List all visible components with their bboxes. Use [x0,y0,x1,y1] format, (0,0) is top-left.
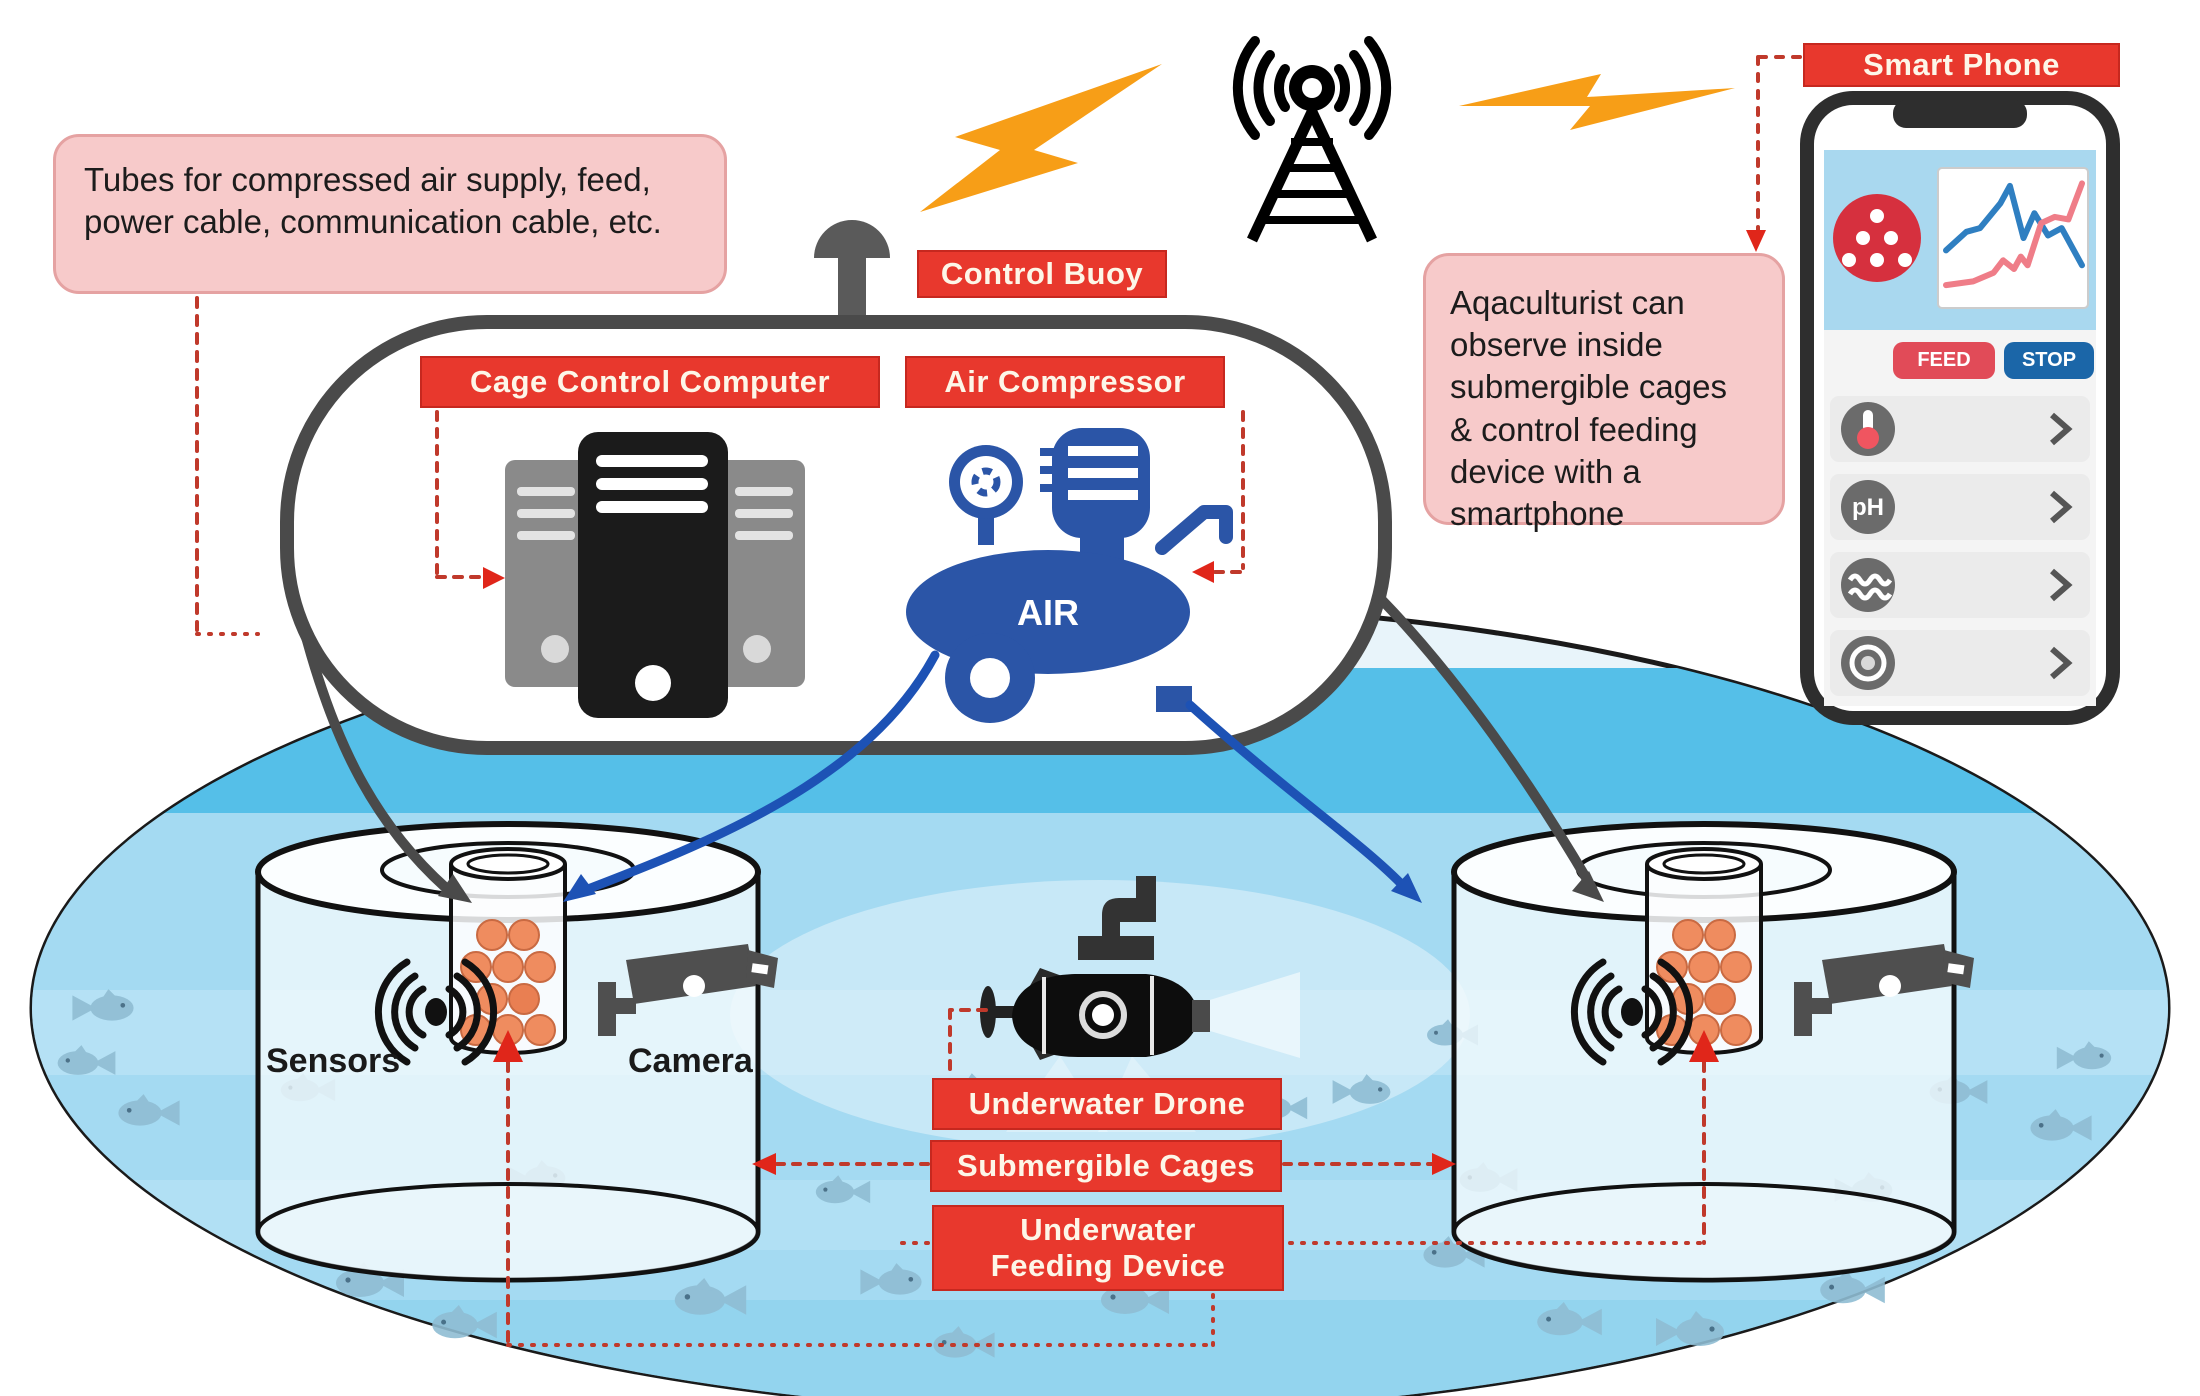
air-tubes [570,650,1415,899]
label-smart-phone: Smart Phone [1803,43,2120,87]
air-tank-label: AIR [1017,592,1079,633]
connector-lines [195,55,1802,1347]
label-cage-control-computer: Cage Control Computer [420,356,880,408]
feed-button[interactable]: FEED [1893,342,1995,379]
tubes-note: Tubes for compressed air supply, feed, p… [53,134,727,294]
buoy-to-cage-tubes [297,593,1597,893]
chevron-right-icon [2050,412,2073,446]
connector-arrowheads [483,230,1766,1175]
sensors-icon-left [374,958,498,1066]
stop-button[interactable]: STOP [2004,342,2094,379]
label-camera: Camera [628,1042,753,1080]
phone-row-3[interactable] [1830,552,2090,618]
air-compressor-icon [906,428,1233,723]
ph-icon-label: pH [1852,494,1884,521]
smartphone [1800,91,2120,725]
chevron-right-icon [2050,646,2073,680]
lightning-icon-right [1459,74,1735,130]
chevron-right-icon [2050,490,2073,524]
chevron-right-icon [2050,568,2073,602]
label-air-compressor: Air Compressor [905,356,1225,408]
phone-row-2[interactable] [1830,474,2090,540]
lightning-icon-left [920,64,1162,212]
control-buoy-body [280,220,1392,755]
computer-icon [505,432,805,718]
ph-icon [1841,480,1895,534]
label-submergible-cages: Submergible Cages [930,1140,1282,1192]
observer-note: Aqaculturist can observe inside submergi… [1423,253,1785,532]
sensor-trend-chart [1937,167,2089,309]
sensors-icon-right [1570,958,1694,1066]
label-control-buoy: Control Buoy [917,250,1167,298]
label-underwater-feeding-device: Underwater Feeding Device [932,1205,1284,1291]
feed-app-icon [1833,194,1921,282]
phone-row-1[interactable] [1830,396,2090,462]
phone-row-4[interactable] [1830,630,2090,696]
gray-arrowhead-left [438,874,472,903]
blue-arrowhead-right [1391,873,1422,903]
label-underwater-drone: Underwater Drone [932,1078,1282,1130]
blue-arrowhead-left [563,874,596,902]
radio-tower-icon [1232,36,1392,243]
gray-arrowhead-right [1572,871,1604,902]
label-sensors: Sensors [266,1042,401,1080]
feed-pellets [460,919,556,1046]
